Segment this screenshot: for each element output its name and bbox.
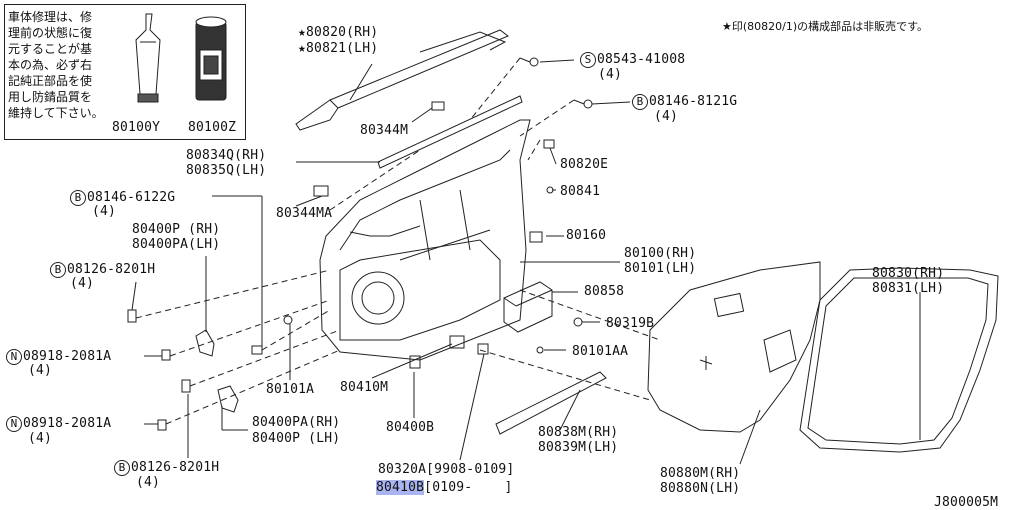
part-label-80100Z: 80100Z — [188, 120, 237, 135]
part-label-80841: 80841 — [560, 184, 601, 199]
screw-symbol: S — [580, 52, 596, 68]
part-label-80400P-rh: 80400P (RH) — [132, 222, 221, 237]
highlighted-part-number: 80410B — [376, 480, 425, 495]
part-label-80838M: 80838M(RH) — [538, 425, 619, 440]
inner-moulding-shape — [377, 95, 523, 169]
qty-label: (4) — [654, 109, 679, 124]
part-label-80820: ★80820(RH) — [298, 25, 379, 40]
part-label-80344MA: 80344MA — [276, 206, 333, 221]
spray-can-icon — [195, 16, 227, 101]
qty-label: (4) — [136, 475, 161, 490]
part-label-80400B: 80400B — [386, 420, 435, 435]
nut-symbol: N — [6, 349, 22, 365]
weatherstrip-shape — [799, 267, 999, 453]
part-label-80880M: 80880M(RH) — [660, 466, 741, 481]
part-label-80839M: 80839M(LH) — [538, 440, 619, 455]
part-label-80820E: 80820E — [560, 157, 609, 172]
part-label-80319B: 80319B — [606, 316, 655, 331]
part-label-80100Y: 80100Y — [112, 120, 161, 135]
hinge-lower-shape — [217, 385, 239, 413]
qty-label: (4) — [92, 204, 117, 219]
bolt-symbol: B — [114, 460, 130, 476]
part-label-80160: 80160 — [566, 228, 607, 243]
sill-moulding-shape — [495, 371, 607, 435]
door-panel-shape — [319, 119, 531, 361]
repair-note-line: 車体修理は、修 — [8, 10, 93, 24]
repair-note-line: 元することが基 — [8, 42, 93, 56]
part-label-80101: 80101(LH) — [624, 261, 697, 276]
repair-note-line: 本の為、必ず右 — [8, 58, 93, 72]
qty-label: (4) — [28, 363, 53, 378]
part-label-80344M: 80344M — [360, 123, 409, 138]
repair-note-line: 理前の状態に復 — [8, 26, 93, 40]
part-label-80400PA-lh: 80400PA(LH) — [132, 237, 221, 252]
part-label-80835Q: 80835Q(LH) — [186, 163, 267, 178]
qty-label: (4) — [28, 431, 53, 446]
qty-label: (4) — [70, 276, 95, 291]
qty-label: (4) — [598, 67, 623, 82]
part-label-80880N: 80880N(LH) — [660, 481, 741, 496]
part-label-80410M: 80410M — [340, 380, 389, 395]
repair-note-line: 記純正部品を使 — [8, 74, 93, 88]
drawing-code: J800005M — [934, 495, 999, 510]
part-label-80100: 80100(RH) — [624, 246, 697, 261]
part-label-80858: 80858 — [584, 284, 625, 299]
part-label-80830: 80830(RH) — [872, 266, 945, 281]
part-label-80821: ★80821(LH) — [298, 41, 379, 56]
dashed-guide-lines — [135, 57, 661, 425]
box-shape — [503, 281, 553, 333]
part-label-80834Q: 80834Q(RH) — [186, 148, 267, 163]
part-label-80831: 80831(LH) — [872, 281, 945, 296]
nut-symbol: N — [6, 416, 22, 432]
bolt-symbol: B — [632, 94, 648, 110]
repair-note-line: 用し防錆品質を — [8, 90, 93, 104]
leader-lines — [131, 59, 921, 465]
part-label-80410B: 80410B[0109- ] — [376, 480, 513, 495]
repair-note-box — [4, 4, 246, 140]
bolt-symbol: B — [50, 262, 66, 278]
part-label-80101A: 80101A — [266, 382, 315, 397]
hinge-upper-shape — [195, 329, 215, 357]
outer-moulding-shape — [295, 29, 509, 131]
trim-panel-shape — [647, 261, 821, 433]
part-label-80400PA-rh: 80400PA(RH) — [252, 415, 341, 430]
part-label-80400P-lh: 80400P (LH) — [252, 431, 341, 446]
part-label-80101AA: 80101AA — [572, 344, 629, 359]
sealant-tube-icon — [135, 13, 161, 103]
footnote: ★印(80820/1)の構成部品は非販売です。 — [722, 20, 929, 33]
bolt-symbol: B — [70, 190, 86, 206]
part-label-80320A: 80320A[9908-0109] — [378, 462, 515, 477]
repair-note-line: 維持して下さい。 — [8, 106, 104, 120]
